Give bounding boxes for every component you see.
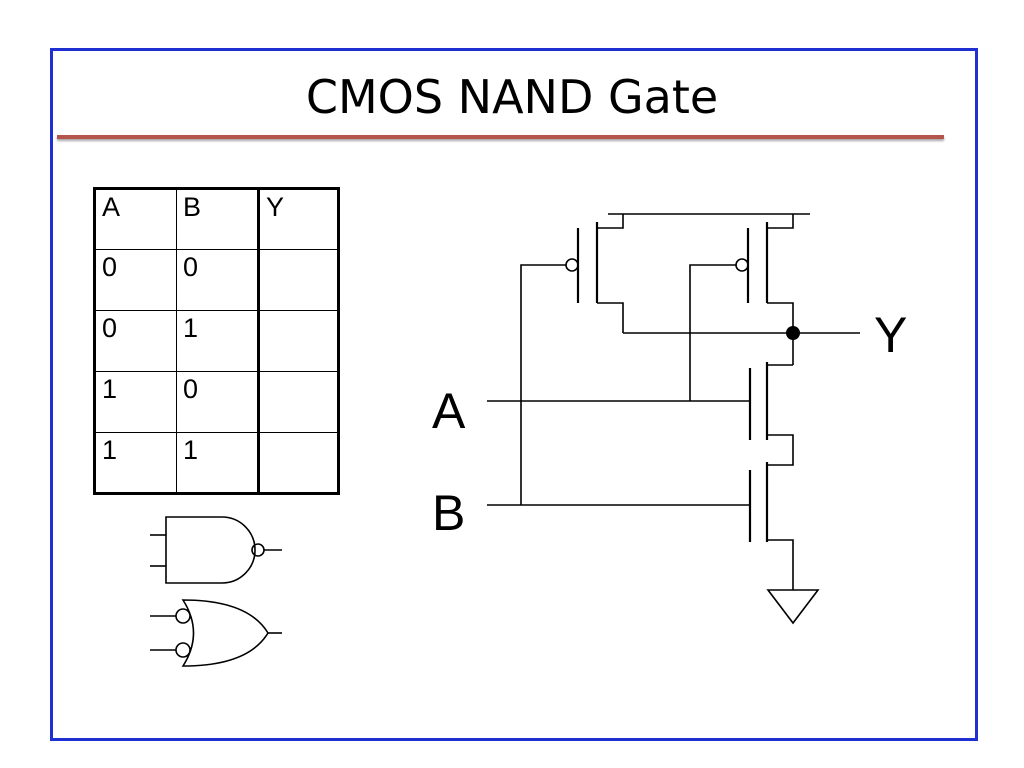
table-cell-b: 1 <box>176 432 259 494</box>
table-cell-a: 0 <box>94 310 177 372</box>
input-b-label: B <box>432 485 465 541</box>
table-row: 0 0 <box>94 249 339 311</box>
table-header-a: A <box>94 188 177 250</box>
pmos-transistor-b <box>520 214 624 505</box>
table-row: 0 1 <box>94 310 339 372</box>
nmos-transistor-a <box>487 362 794 466</box>
nmos-transistor-b <box>487 462 794 590</box>
output-y-label: Y <box>874 307 907 363</box>
table-header-row: A B Y <box>94 188 339 250</box>
table-cell-y <box>257 432 339 494</box>
table-row: 1 0 <box>94 371 339 433</box>
or-with-inverted-inputs-icon <box>150 599 282 667</box>
title-rule <box>57 135 944 139</box>
table-cell-a: 0 <box>94 249 177 311</box>
nand-gate-icon <box>150 516 282 584</box>
ground-icon <box>766 589 820 625</box>
table-header-b: B <box>176 188 259 250</box>
table-cell-b: 0 <box>176 249 259 311</box>
table-row: 1 1 <box>94 432 339 494</box>
table-cell-b: 0 <box>176 371 259 433</box>
table-cell-a: 1 <box>94 432 177 494</box>
truth-table: A B Y 0 0 0 1 1 0 1 1 <box>93 187 340 495</box>
input-a-label: A <box>432 383 466 439</box>
table-cell-b: 1 <box>176 310 259 372</box>
slide-title: CMOS NAND Gate <box>305 70 719 124</box>
pmos-transistor-a <box>689 214 794 401</box>
output-junction-dot <box>786 326 800 340</box>
table-cell-y <box>257 249 339 311</box>
